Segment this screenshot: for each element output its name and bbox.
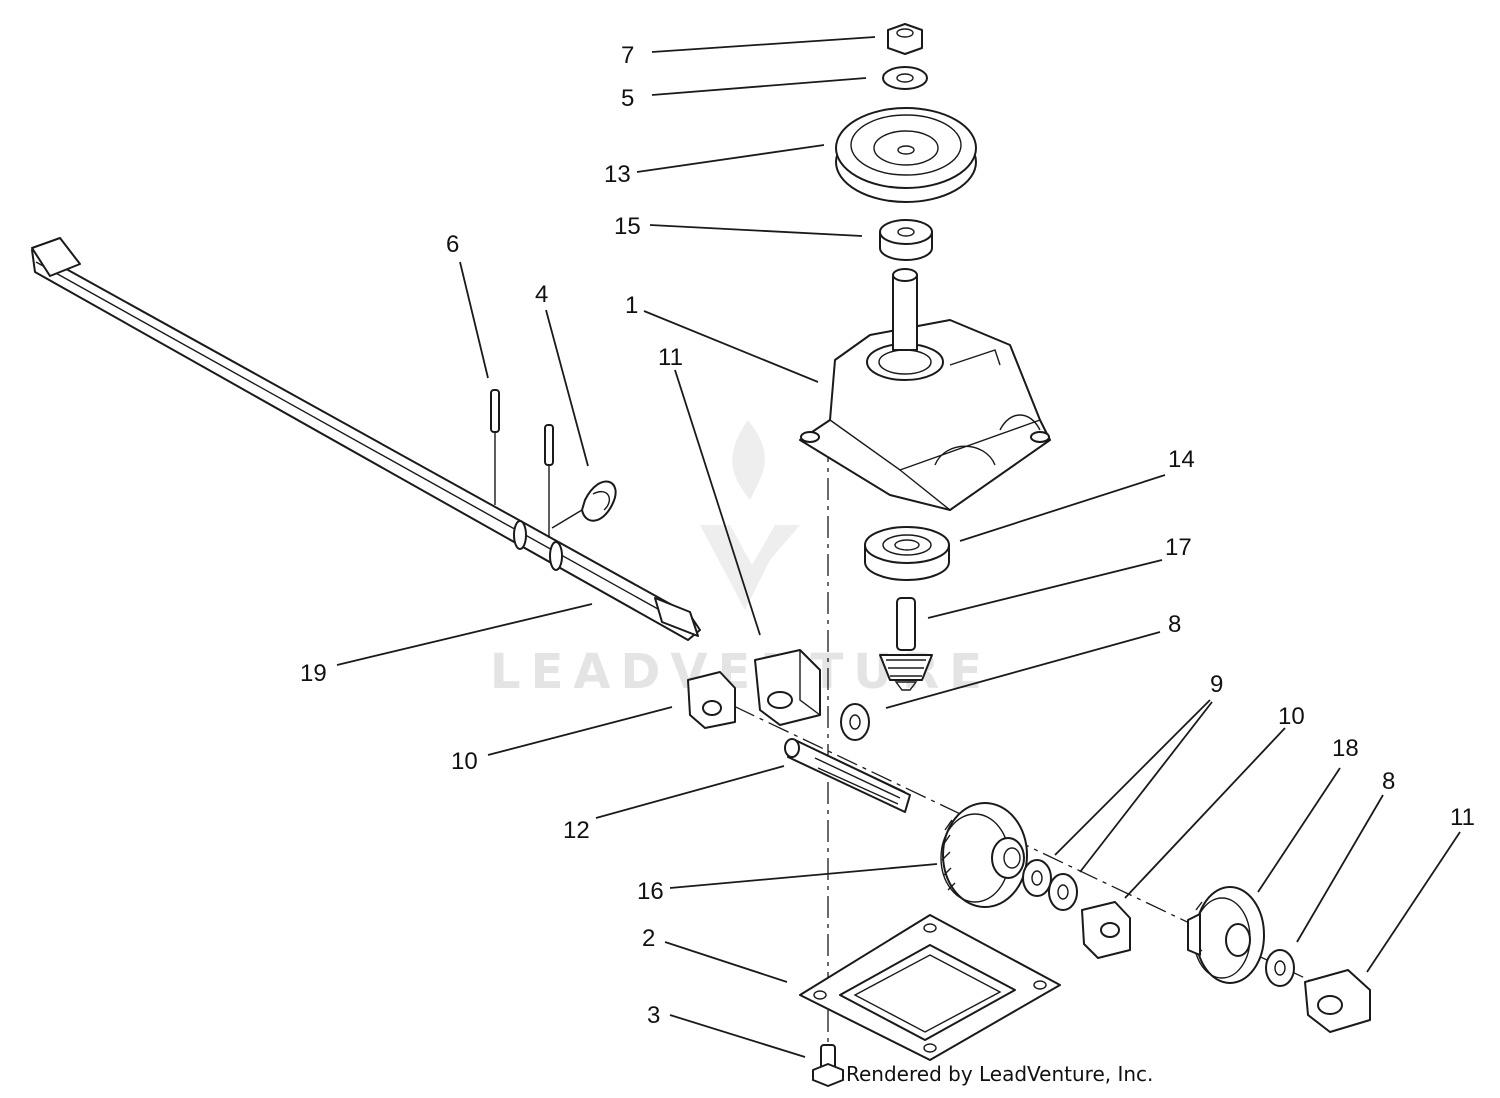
callout-6: 6: [446, 231, 459, 258]
callout-10-right: 10: [1278, 703, 1305, 730]
callout-leaders: [336, 36, 1461, 1058]
output-axle: [784, 738, 911, 813]
callout-11-upper: 11: [658, 344, 683, 371]
roll-pins: [490, 389, 554, 538]
gear-case-cover: [799, 914, 1061, 1061]
callout-5: 5: [621, 85, 634, 112]
callout-3: 3: [647, 1002, 660, 1029]
shaft-bushing-right: [1081, 901, 1131, 959]
callout-18: 18: [1332, 735, 1359, 762]
retaining-clip: [551, 480, 617, 529]
callout-1: 1: [625, 292, 638, 319]
callout-4: 4: [535, 281, 548, 308]
drive-shaft: [31, 237, 701, 641]
render-credit: Rendered by LeadVenture, Inc.: [846, 1062, 1154, 1086]
gear-case-housing: [799, 268, 1051, 511]
callout-7: 7: [621, 42, 634, 69]
callout-13: 13: [604, 161, 631, 188]
ball-bearing: [864, 526, 950, 581]
thrust-washers: [1022, 859, 1078, 911]
shaft-bushing-upper: [754, 649, 821, 726]
callout-2: 2: [642, 925, 655, 952]
flat-washer: [882, 66, 928, 90]
callout-17: 17: [1165, 534, 1192, 561]
shaft-bushing-left: [687, 671, 736, 729]
callout-9: 9: [1210, 671, 1223, 698]
callout-14: 14: [1168, 446, 1195, 473]
hex-nut: [887, 23, 923, 55]
callout-8-upper: 8: [1168, 611, 1181, 638]
callout-16: 16: [637, 878, 664, 905]
pinion-gear: [879, 597, 933, 691]
drive-gear: [1187, 886, 1265, 984]
callout-8-lower: 8: [1382, 768, 1395, 795]
callout-11-lower: 11: [1450, 804, 1475, 831]
callout-12: 12: [563, 817, 590, 844]
callout-15: 15: [614, 213, 641, 240]
shaft-bushing-lower: [1304, 969, 1371, 1033]
bevel-gear: [940, 802, 1028, 908]
pulley-spacer: [879, 219, 933, 261]
thrust-washer-lower: [1265, 949, 1295, 987]
hex-screw: [812, 1044, 844, 1087]
watermark-logo: [700, 420, 800, 610]
drive-pulley: [835, 107, 977, 203]
thrust-washer-upper: [840, 703, 870, 741]
callout-19: 19: [300, 660, 327, 687]
callout-numbers: 7 5 13 15 6 4 1 11 14 17 8 19 9 10 10 18…: [300, 42, 1475, 1029]
callout-10-left: 10: [451, 748, 478, 775]
